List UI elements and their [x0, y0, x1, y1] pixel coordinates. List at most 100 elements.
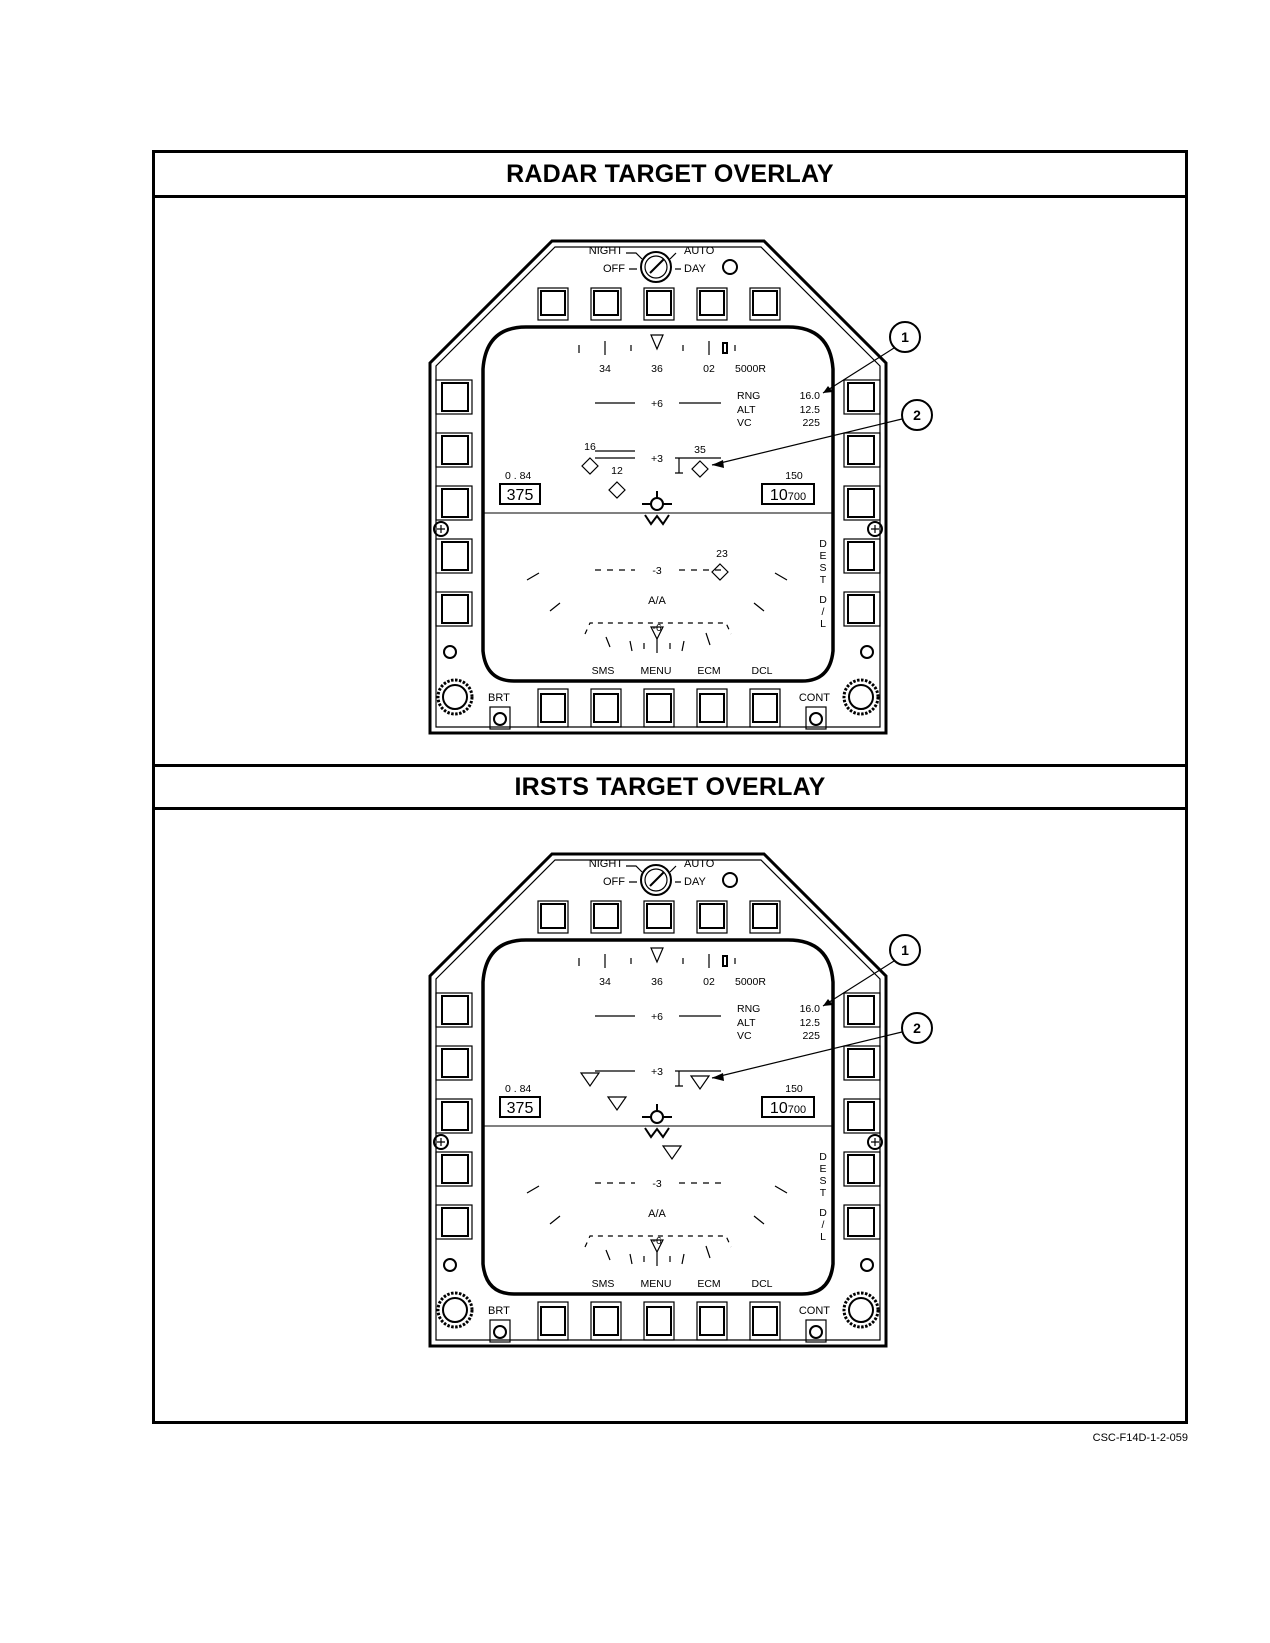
heading-tick-36: 36 — [651, 976, 663, 988]
alt-label: ALT — [737, 1017, 756, 1029]
heading-tick-34: 34 — [599, 976, 611, 988]
knob-detent-lines — [626, 865, 681, 883]
bottom-button-label-dcl: DCL — [751, 665, 772, 677]
right-button-housing-4 — [843, 1151, 881, 1187]
bottom-screw-2 — [809, 712, 823, 726]
heading-tick-marks — [578, 954, 736, 968]
mach-value: 0 . 84 — [505, 470, 531, 482]
mode-knob — [640, 864, 672, 896]
right-button-housing-1 — [843, 379, 881, 415]
knob-label-auto: AUTO — [684, 245, 715, 257]
right-button-4 — [847, 541, 875, 571]
bottom-button-4 — [699, 1306, 725, 1336]
callout-circle-1 — [889, 321, 921, 353]
bottom-button-5 — [752, 1306, 778, 1336]
heading-tick-34: 34 — [599, 363, 611, 375]
aircraft-symbol-wings — [642, 491, 672, 505]
right-button-3 — [847, 488, 875, 518]
range-scale: 5000R — [735, 363, 766, 375]
left-button-housing-2 — [435, 432, 473, 468]
master-mode: A/A — [648, 595, 666, 607]
screw-slot-1 — [437, 525, 445, 533]
knob-cont-center — [848, 1297, 874, 1323]
range-scale: 5000R — [735, 976, 766, 988]
rng-label: RNG — [737, 390, 760, 402]
callout-leader-1 — [822, 347, 895, 394]
top-button-3 — [646, 290, 672, 316]
target-triangle-1 — [579, 1072, 601, 1088]
mode-knob-inner — [644, 868, 668, 892]
callout-leader-2 — [711, 1031, 903, 1079]
indicator-light — [722, 259, 738, 275]
pitch-label-middle: +3 — [651, 1066, 663, 1078]
side-label-dl-char: L — [820, 618, 826, 630]
right-button-1 — [847, 382, 875, 412]
callout-number-2: 2 — [913, 1020, 921, 1036]
side-label-dest-char: E — [819, 550, 826, 562]
mode-knob-pointer — [649, 258, 665, 274]
bottom-button-housing-1 — [537, 1301, 569, 1341]
heading-tick-marks — [578, 341, 736, 355]
bottom-button-label-sms: SMS — [592, 665, 615, 677]
right-button-housing-5 — [843, 591, 881, 627]
bottom-button-label-menu: MENU — [641, 665, 672, 677]
bottom-button-housing-3 — [643, 688, 675, 728]
altitude-value-small: 700 — [788, 1104, 806, 1116]
screw-slot-2 — [871, 525, 879, 533]
target-diamond-2 — [608, 481, 626, 499]
bottom-screw-1 — [493, 1325, 507, 1339]
right-button-1 — [847, 995, 875, 1025]
corner-light-right — [860, 645, 874, 659]
side-label-dest-char: T — [820, 1187, 827, 1199]
top-button-4 — [699, 290, 725, 316]
screw-1 — [433, 1134, 449, 1150]
right-button-4 — [847, 1154, 875, 1184]
callout-circle-2 — [901, 1012, 933, 1044]
knob-cont — [842, 1291, 880, 1329]
left-button-5 — [441, 1207, 469, 1237]
corner-light-left — [443, 1258, 457, 1272]
alt-value: 12.5 — [800, 1017, 821, 1029]
knob-label-night: NIGHT — [589, 858, 624, 870]
heading-caret — [650, 334, 664, 351]
top-button-housing-3 — [643, 900, 675, 934]
pitch-label-upper: +6 — [651, 1011, 663, 1023]
left-button-housing-2 — [435, 1045, 473, 1081]
left-button-1 — [441, 382, 469, 412]
pitch-label-lower: -3 — [652, 1178, 661, 1190]
callout-number-1: 1 — [901, 329, 909, 345]
left-button-housing-3 — [435, 485, 473, 521]
pitch-line-bottom — [584, 622, 732, 635]
altitude-value-big: 10 — [770, 1100, 788, 1117]
bottom-button-3 — [646, 1306, 672, 1336]
bottom-button-4 — [699, 693, 725, 723]
velocity-vector-w — [644, 1127, 670, 1139]
top-button-5 — [752, 903, 778, 929]
side-label-dest-char: E — [819, 1163, 826, 1175]
heading-caret — [650, 947, 664, 964]
left-button-4 — [441, 1154, 469, 1184]
vc-value: 225 — [802, 1030, 820, 1042]
vc-label: VC — [737, 1030, 752, 1042]
left-button-housing-1 — [435, 379, 473, 415]
callout-circle-1 — [889, 934, 921, 966]
corner-light-right — [860, 1258, 874, 1272]
top-button-2 — [593, 903, 619, 929]
knob-label-off: OFF — [603, 263, 625, 275]
mode-knob-pointer — [649, 871, 665, 887]
top-button-housing-5 — [749, 287, 781, 321]
target-triangle-4 — [661, 1145, 683, 1161]
side-label-dest-char: T — [820, 574, 827, 586]
bottom-screw-housing-2 — [805, 1319, 827, 1343]
right-button-housing-5 — [843, 1204, 881, 1240]
bottom-button-housing-1 — [537, 688, 569, 728]
bottom-screw-2 — [809, 1325, 823, 1339]
figure-id: CSC-F14D-1-2-059 — [1092, 1432, 1188, 1444]
left-button-housing-1 — [435, 992, 473, 1028]
knob-brt — [436, 1291, 474, 1329]
altitude-value: 10700 — [770, 1100, 806, 1117]
left-button-housing-4 — [435, 538, 473, 574]
bezel-inner-outline — [435, 246, 881, 728]
left-button-housing-5 — [435, 591, 473, 627]
